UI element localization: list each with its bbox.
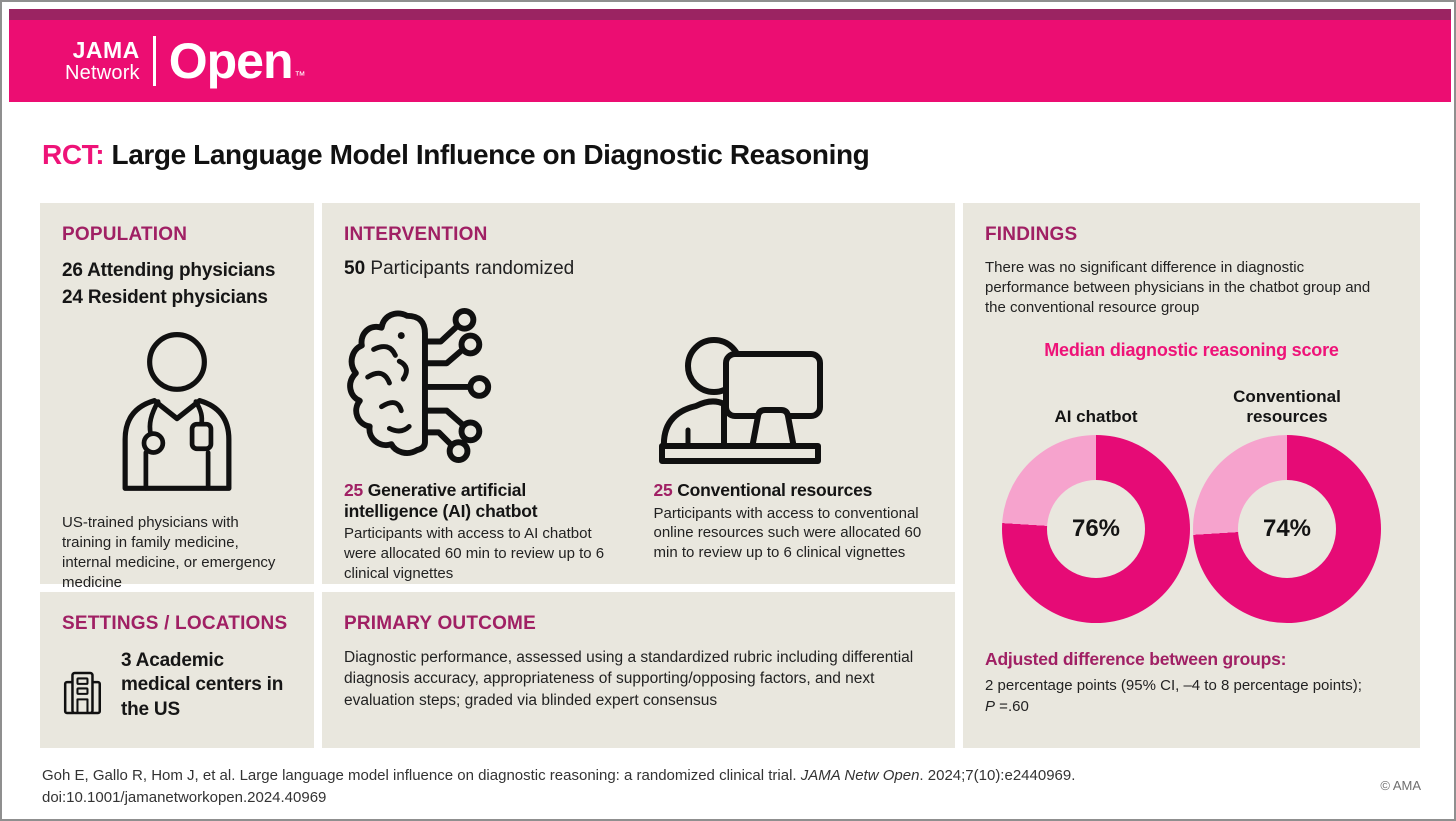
- citation-issue: . 2024;7(10):e2440969.: [919, 767, 1076, 784]
- header-top-strip: [9, 9, 1451, 20]
- arm-ai-title-text: Generative artificial intelligence (AI) …: [344, 480, 538, 521]
- population-description: US-trained physicians with training in f…: [62, 514, 276, 591]
- adjusted-difference-heading: Adjusted difference between groups:: [985, 649, 1287, 670]
- intervention-heading: INTERVENTION: [344, 224, 488, 245]
- p-value-rest: =.60: [995, 698, 1029, 716]
- donut-label-ai-chatbot: AI chatbot: [1054, 407, 1138, 427]
- adjusted-difference-line1: 2 percentage points (95% CI, –4 to 8 per…: [985, 677, 1362, 695]
- findings-panel: FINDINGS There was no significant differ…: [963, 203, 1420, 748]
- settings-panel: SETTINGS / LOCATIONS 3 Academic medical …: [40, 592, 314, 748]
- settings-text: 3 Academic medical centers in the US: [120, 650, 284, 720]
- donut-chart-ai-chatbot: 76%: [1002, 435, 1190, 624]
- donut-chart-row: AI chatbot 76% Conventional resources 74…: [985, 369, 1398, 624]
- population-stats: 26 Attending physicians 24 Resident phys…: [62, 258, 292, 311]
- donut-col-conventional: Conventional resources 74%: [1192, 369, 1382, 624]
- logo-jama-text: JAMA: [72, 37, 140, 64]
- primary-outcome-heading: PRIMARY OUTCOME: [344, 613, 536, 634]
- logo-network-text: Network: [65, 61, 140, 84]
- donut-label-conventional: Conventional resources: [1233, 387, 1341, 427]
- population-heading: POPULATION: [62, 224, 188, 245]
- trademark-symbol: ™: [294, 70, 306, 82]
- page-title: RCT: Large Language Model Influence on D…: [42, 139, 870, 171]
- arm-conventional-count: 25: [653, 480, 673, 500]
- primary-outcome-panel: PRIMARY OUTCOME Diagnostic performance, …: [322, 592, 955, 748]
- header-banner: JAMA Network Open ™: [9, 9, 1451, 102]
- settings-heading: SETTINGS / LOCATIONS: [62, 613, 288, 634]
- donut-value-ai-chatbot: 76%: [1071, 515, 1121, 543]
- p-value-line: P =.60: [985, 696, 1398, 717]
- person-at-computer-icon: [658, 337, 823, 464]
- logo-divider: [152, 36, 156, 86]
- donut-chart-conventional: 74%: [1193, 435, 1381, 624]
- medical-center-building-icon: [63, 671, 102, 715]
- randomized-number: 50: [344, 258, 366, 279]
- citation-journal: JAMA Netw Open: [800, 767, 920, 784]
- donut-value-conventional: 74%: [1262, 515, 1312, 543]
- arm-conventional-title: 25 Conventional resources: [654, 480, 934, 501]
- title-rct-prefix: RCT:: [42, 139, 105, 170]
- randomized-label: Participants randomized: [365, 258, 575, 279]
- logo-open-text: Open ™: [168, 32, 306, 90]
- donut-col-ai-chatbot: AI chatbot 76%: [1001, 369, 1191, 624]
- p-value-symbol: P: [985, 698, 996, 716]
- randomized-count-line: 50 Participants randomized: [344, 258, 933, 280]
- arm-ai-description: Participants with access to AI chatbot w…: [344, 525, 605, 582]
- attending-count: 26 Attending physicians: [62, 260, 276, 281]
- population-panel: POPULATION 26 Attending physicians 24 Re…: [40, 203, 314, 591]
- citation: Goh E, Gallo R, Hom J, et al. Large lang…: [42, 765, 1075, 809]
- citation-doi: doi:10.1001/jamanetworkopen.2024.40969: [42, 788, 327, 806]
- title-text: Large Language Model Influence on Diagno…: [104, 139, 870, 170]
- citation-line1: Goh E, Gallo R, Hom J, et al. Large lang…: [42, 765, 1075, 787]
- logo-open-word: Open: [168, 33, 294, 89]
- ai-brain-icon: [347, 307, 492, 463]
- donut-chart-title: Median diagnostic reasoning score: [1044, 340, 1339, 361]
- resident-count: 24 Resident physicians: [62, 286, 268, 308]
- adjusted-difference-text: 2 percentage points (95% CI, –4 to 8 per…: [985, 675, 1398, 717]
- arm-conventional-description: Participants with access to conventional…: [653, 504, 922, 562]
- arm-ai-chatbot: 25 Generative artificial intelligence (A…: [344, 284, 624, 584]
- ama-copyright: © AMA: [1380, 778, 1421, 793]
- arm-conventional: 25 Conventional resources Participants w…: [654, 284, 934, 584]
- findings-summary: There was no significant difference in d…: [985, 259, 1371, 317]
- findings-heading: FINDINGS: [985, 224, 1078, 245]
- jama-network-open-logo: JAMA Network Open ™: [65, 20, 306, 102]
- logo-brand-stack: JAMA Network: [65, 37, 140, 84]
- physician-icon: [122, 332, 232, 492]
- intervention-panel: INTERVENTION 50 Participants randomized: [322, 203, 955, 584]
- citation-authors: Goh E, Gallo R, Hom J, et al. Large lang…: [42, 767, 801, 784]
- primary-outcome-text: Diagnostic performance, assessed using a…: [344, 649, 914, 709]
- arm-conventional-title-text: Conventional resources: [672, 480, 873, 500]
- arm-ai-title: 25 Generative artificial intelligence (A…: [344, 480, 624, 521]
- arm-ai-count: 25: [344, 480, 364, 500]
